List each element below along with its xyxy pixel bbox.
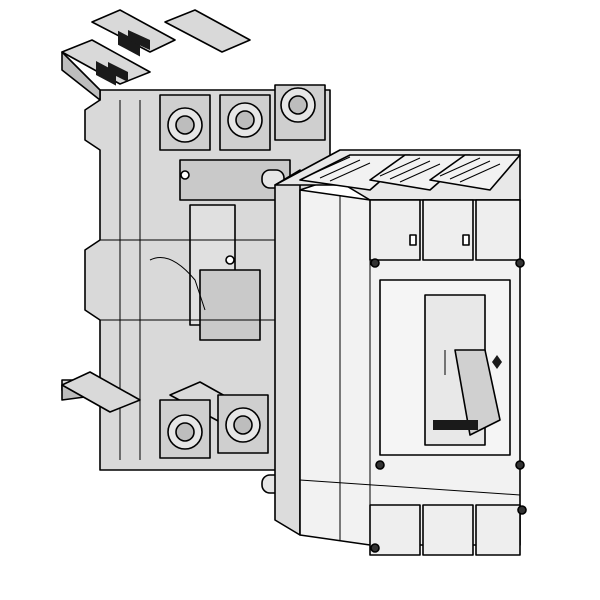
operating-handle[interactable] (454, 349, 501, 436)
status-indicator (433, 420, 478, 430)
terminal-cover (475, 199, 521, 261)
bottom-terminals (61, 371, 269, 459)
breaker-side-face (274, 169, 301, 536)
terminal-cover (422, 199, 474, 261)
terminal-cover (475, 504, 521, 556)
base-mechanism (100, 100, 300, 460)
trip-indicator-icon (492, 355, 502, 369)
top-terminals (159, 84, 326, 151)
screws (370, 258, 527, 553)
terminal-cover (422, 504, 474, 556)
top-connection-bars (61, 9, 251, 86)
arc-chute-grilles (299, 154, 521, 191)
terminal-cover (369, 199, 421, 261)
circuit-breaker (261, 149, 527, 556)
